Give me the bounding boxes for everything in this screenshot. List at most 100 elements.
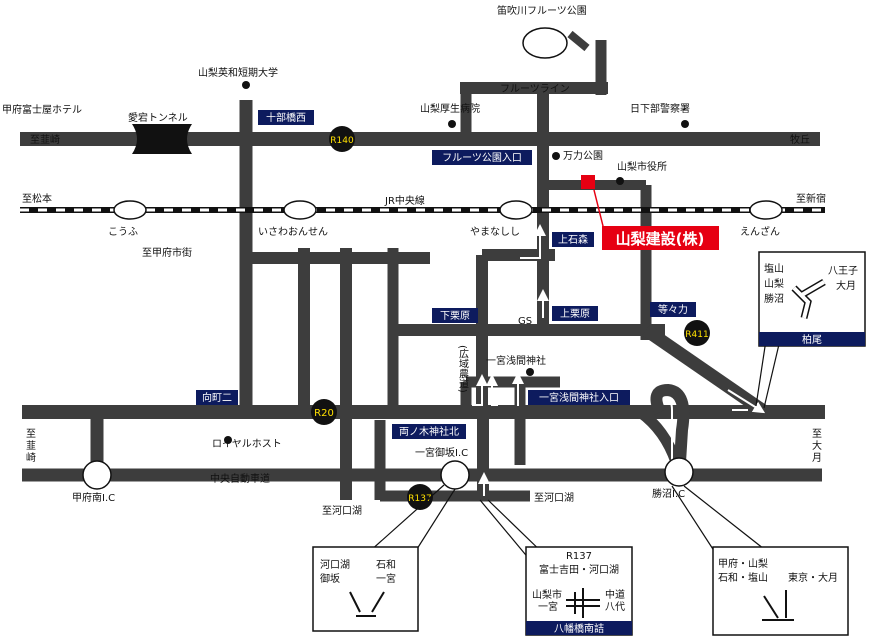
company-leader-line xyxy=(593,189,605,231)
company-label-box xyxy=(602,226,719,250)
pond-icon xyxy=(522,27,568,59)
station-kofu-label: こうふ xyxy=(108,226,138,238)
place-koseibyoin: 山梨厚生病院 xyxy=(420,102,480,115)
kashio-tl2: 山梨 xyxy=(764,277,784,290)
r137-badge-icon xyxy=(407,484,433,510)
misaka-tr: 石和 xyxy=(376,559,396,571)
hachiman-r2: 八代 xyxy=(605,601,625,613)
place-fuji-hotel: 甲府富士屋ホテル xyxy=(2,103,82,116)
katsunuma-ic-icon xyxy=(664,457,694,487)
ic-kofu-minami: 甲府南I.C xyxy=(72,491,115,504)
navy-labels xyxy=(196,110,696,439)
kashio-tl3: 勝沼 xyxy=(764,292,784,305)
inset-katsunuma xyxy=(712,546,849,636)
kashio-tl: 塩山 xyxy=(764,262,784,275)
hiroiki-label: (広域農道) xyxy=(457,345,469,393)
kashio-tr2: 大月 xyxy=(836,279,856,292)
road-diagonal xyxy=(642,324,769,418)
label-ryonoki: 両ノ木神社北 xyxy=(399,425,459,438)
ic-katsunuma: 勝沼I.C xyxy=(652,487,685,500)
road-arrows xyxy=(472,224,766,496)
stations xyxy=(113,200,783,220)
kofu-minami-ic-icon xyxy=(82,460,112,490)
place-sengen-jinja: 一宮浅間神社 xyxy=(486,354,546,367)
company-label: 山梨建設(株) xyxy=(616,230,705,248)
tunnel-icon xyxy=(132,124,192,154)
r20-badge-icon xyxy=(311,399,337,425)
station-isawa-label: いさわおんせん xyxy=(258,226,328,238)
dir-nirasaki-left-3: 崎 xyxy=(26,451,36,464)
poi-dots xyxy=(224,81,689,444)
kashio-foot: 柏尾 xyxy=(802,333,822,346)
place-fuefuki-park: 笛吹川フルーツ公園 xyxy=(497,4,587,17)
hachiman-foot: 八幡橋南詰 xyxy=(554,622,604,635)
route-badges xyxy=(311,126,710,510)
misaka-tl2: 御坂 xyxy=(320,572,340,585)
dir-kawaguchiko-2: 至河口湖 xyxy=(534,492,574,504)
katsunuma-tr: 東京・大月 xyxy=(788,571,838,584)
kashio-tr: 八王子 xyxy=(828,265,858,277)
r411-badge-icon xyxy=(684,320,710,346)
label-fruit-park-entrance: フルーツ公園入口 xyxy=(442,152,522,164)
hachiman-l: 山梨市 xyxy=(532,588,562,601)
station-enzan-label: えんざん xyxy=(740,225,780,238)
r20-label: R20 xyxy=(314,408,334,419)
r137-label: R137 xyxy=(408,494,431,504)
place-royal: ロイヤルホスト xyxy=(212,438,282,450)
expressway-label: 中央自動車道 xyxy=(210,472,270,485)
dir-otsuki-1: 至 xyxy=(812,428,822,440)
inset-misaka xyxy=(312,546,419,632)
station-kofu-icon xyxy=(113,200,147,220)
hachiman-l2: 一宮 xyxy=(538,600,558,613)
dir-otsuki-2: 大 xyxy=(812,439,822,452)
road-fruit-line-label: フルーツライン xyxy=(500,83,570,95)
gs-label: GS xyxy=(518,316,532,327)
place-yamanashi-eiwa: 山梨英和短期大学 xyxy=(198,66,278,79)
road-network xyxy=(20,30,825,502)
road-fruit-park-spur xyxy=(567,30,590,52)
label-kamikurihara: 上栗原 xyxy=(560,308,590,320)
misaka-tl: 河口湖 xyxy=(320,559,350,571)
ichinomiya-ic-icon xyxy=(440,460,470,490)
dir-nirasaki-left-2: 韮 xyxy=(26,440,36,452)
company-marker-icon xyxy=(581,175,595,189)
station-enzan-icon xyxy=(749,200,783,220)
road-katsunuma-loop xyxy=(650,383,690,463)
place-shiyakusho: 山梨市役所 xyxy=(617,160,667,173)
dir-kofu-shigai: 至甲府市街 xyxy=(142,246,192,259)
jr-label: JR中央線 xyxy=(384,194,425,207)
katsunuma-tl: 甲府・山梨 xyxy=(718,557,768,570)
place-manriki: 万力公園 xyxy=(563,149,603,162)
road-katsunuma-ramp xyxy=(636,407,682,464)
r140-badge-icon xyxy=(329,126,355,152)
hachiman-top: R137 xyxy=(566,551,592,562)
r411-label: R411 xyxy=(685,330,708,340)
ic-ichinomiya: 一宮御坂I.C xyxy=(415,446,468,459)
dir-matsumoto: 至松本 xyxy=(22,192,52,205)
r140-label: R140 xyxy=(330,136,354,146)
dir-nirasaki-top: 至韮崎 xyxy=(30,133,60,146)
inset-kashio xyxy=(758,251,866,347)
dir-shinjuku: 至新宿 xyxy=(796,192,826,205)
inset-hachiman xyxy=(525,546,633,636)
label-jurobashi: 十部橋西 xyxy=(266,111,306,124)
place-kusakabe: 日下部警察署 xyxy=(630,102,690,115)
label-shimokurihara: 下栗原 xyxy=(440,310,470,322)
label-mukaimachi: 向町二 xyxy=(202,391,232,404)
hachiman-r: 中道 xyxy=(605,588,625,601)
hachiman-top2: 富士吉田・河口湖 xyxy=(539,563,619,576)
station-yamanashi-icon xyxy=(499,200,533,220)
dir-kawaguchiko-1: 至河口湖 xyxy=(322,505,362,517)
label-sengen-entrance: 一宮浅間神社入口 xyxy=(539,391,619,404)
label-todoriki: 等々力 xyxy=(658,303,688,316)
misaka-tr2: 一宮 xyxy=(376,572,396,585)
station-yamanashi-label: やまなしし xyxy=(470,226,520,238)
dir-otsuki-3: 月 xyxy=(812,452,822,464)
station-isawa-icon xyxy=(283,200,317,220)
dir-makioka: 牧丘 xyxy=(790,133,810,146)
dir-nirasaki-left-1: 至 xyxy=(26,428,36,440)
label-kamiishimori: 上石森 xyxy=(558,233,588,246)
katsunuma-tl2: 石和・塩山 xyxy=(718,571,768,584)
